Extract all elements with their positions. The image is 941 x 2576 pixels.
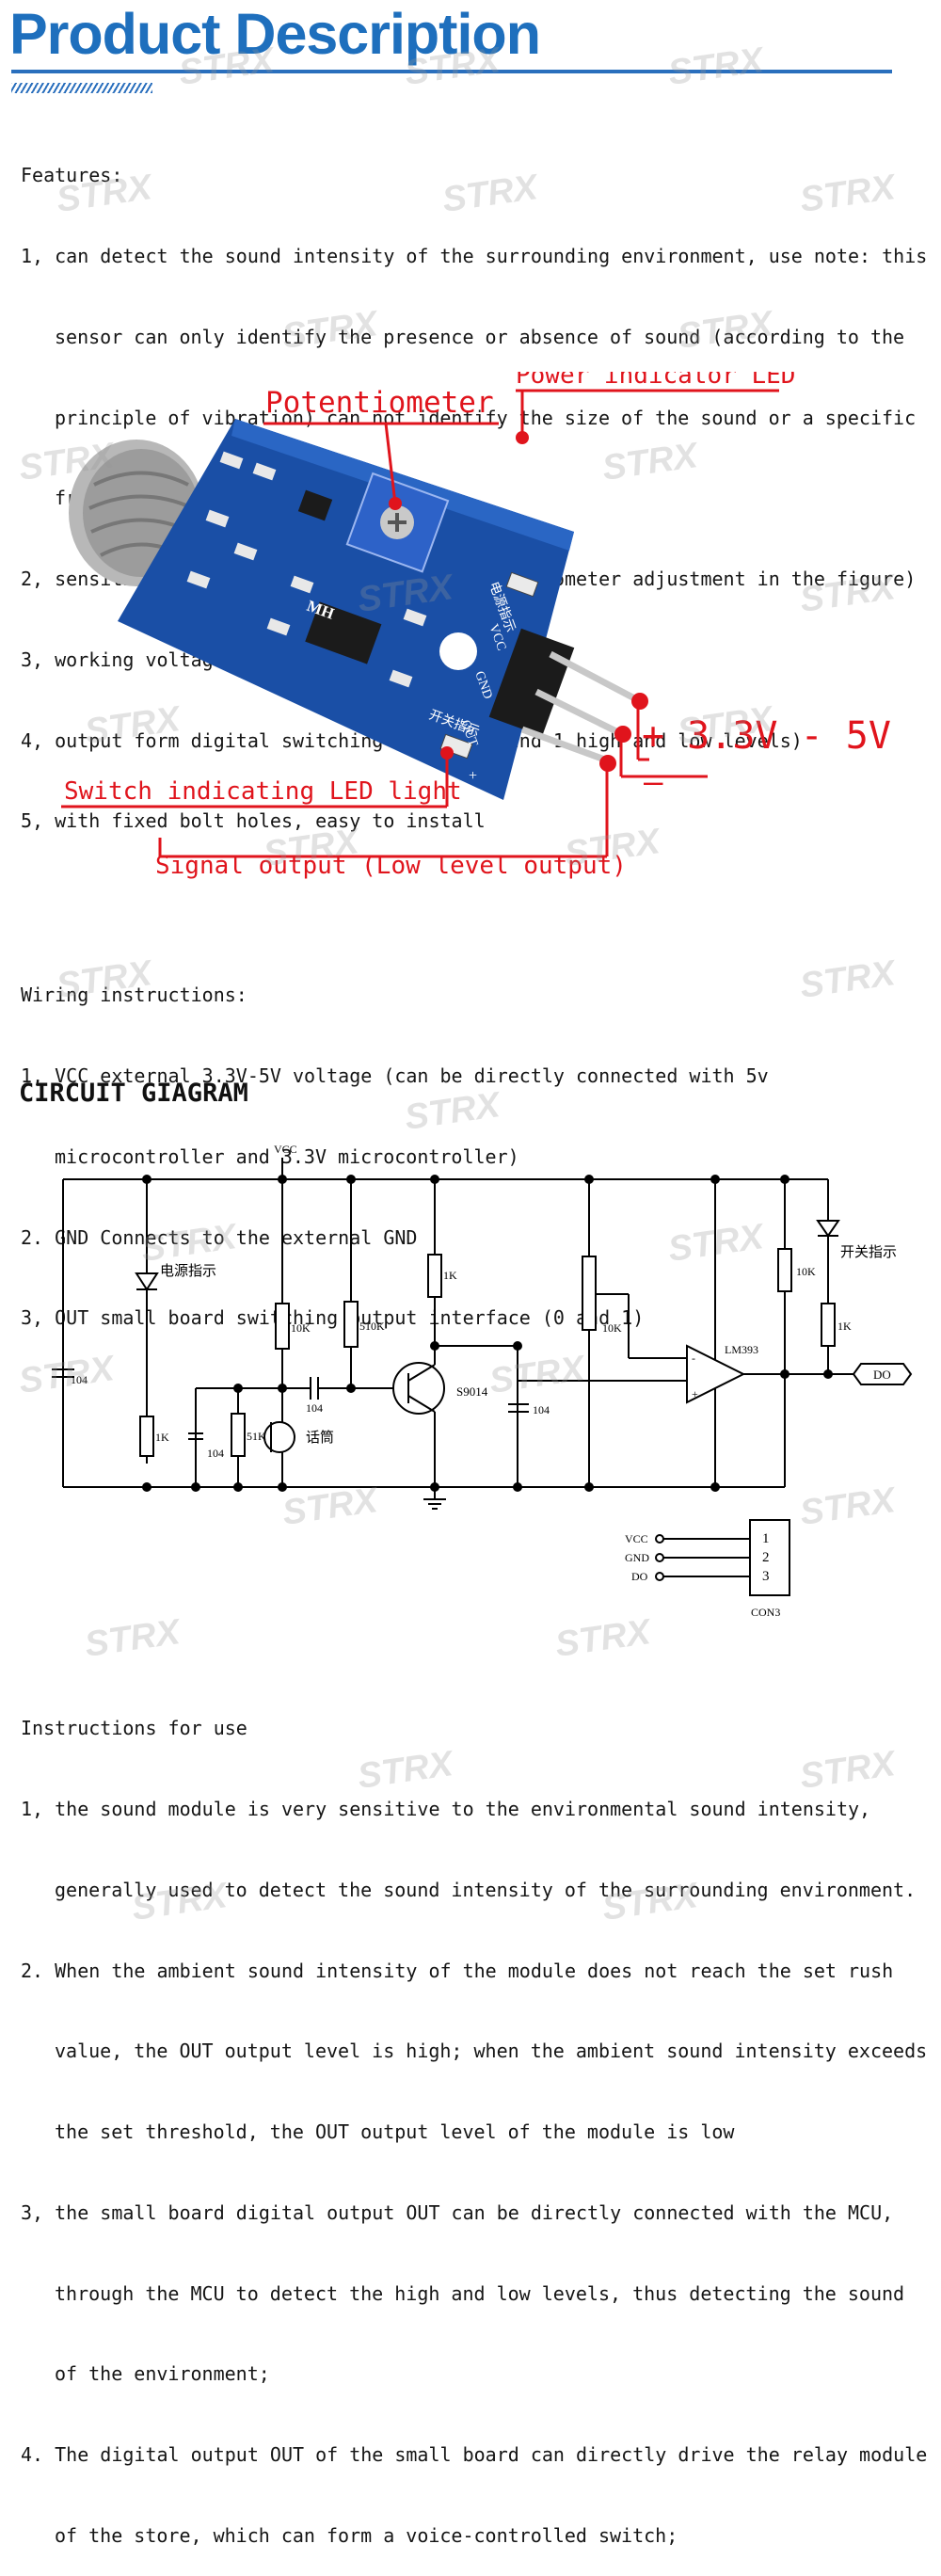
circuit-diagram-title: CIRCUIT GIAGRAM bbox=[19, 1079, 248, 1108]
label-r-1k-c: 1K bbox=[443, 1269, 457, 1282]
instruction-item: 1, the sound module is very sensitive to… bbox=[21, 1797, 871, 1820]
label-r-10k-b: 10K bbox=[796, 1265, 816, 1278]
callout-switch-led: Switch indicating LED light bbox=[64, 777, 462, 806]
label-comp-plus: + bbox=[692, 1387, 698, 1400]
label-c-104c: 104 bbox=[306, 1401, 323, 1415]
label-pin-2: 2 bbox=[762, 1550, 770, 1565]
instruction-item-continuation: through the MCU to detect the high and l… bbox=[55, 2281, 905, 2305]
sound-sensor-board-figure: MH VCC GND OUT 电源指示 开关指示 + Potentiometer… bbox=[61, 372, 891, 880]
label-con-gnd: GND bbox=[625, 1551, 649, 1564]
circuit-diagram: VCC 电源指示 开关指示 话筒 104 1K 104 51K 10K 510K… bbox=[52, 1143, 913, 1619]
label-con-vcc: VCC bbox=[625, 1532, 648, 1545]
instruction-item: 3, the small board digital output OUT ca… bbox=[21, 2200, 894, 2224]
label-transistor: S9014 bbox=[456, 1384, 488, 1399]
callout-potentiometer: Potentiometer bbox=[265, 386, 494, 420]
label-pot-10k: 10K bbox=[602, 1321, 622, 1335]
feature-item-continuation: sensor can only identify the presence or… bbox=[55, 325, 905, 348]
label-pin-1: 1 bbox=[762, 1531, 770, 1546]
instructions-section: Instructions for use 1, the sound module… bbox=[21, 1661, 927, 2576]
label-con3: CON3 bbox=[751, 1606, 780, 1619]
callout-signal-output: Signal output (Low level output) bbox=[155, 852, 627, 880]
label-comparator: LM393 bbox=[725, 1343, 758, 1356]
title-hatch-decoration bbox=[11, 83, 152, 93]
label-power-indicator: 电源指示 bbox=[160, 1263, 216, 1279]
pcb: MH VCC GND OUT 电源指示 开关指示 + bbox=[118, 419, 574, 800]
callout-power-led: Power indicator LED bbox=[516, 372, 795, 390]
wiring-item: 1, VCC external 3.3V-5V voltage (can be … bbox=[21, 1064, 769, 1087]
wiring-section: Wiring instructions: 1, VCC external 3.3… bbox=[21, 928, 769, 1359]
label-c1: 104 bbox=[71, 1373, 88, 1386]
label-r-510k: 510K bbox=[359, 1320, 385, 1333]
watermark: STRX bbox=[797, 953, 898, 1006]
header-pins bbox=[488, 628, 642, 765]
wiring-item-continuation: microcontroller and 3.3V microcontroller… bbox=[55, 1144, 519, 1168]
label-microphone: 话筒 bbox=[306, 1430, 334, 1446]
label-pin-3: 3 bbox=[762, 1569, 770, 1584]
page-title: Product Description bbox=[9, 2, 541, 66]
instruction-item-continuation: of the store, which can form a voice-con… bbox=[55, 2524, 678, 2547]
callout-minus: — bbox=[644, 763, 663, 801]
instruction-item: 2. When the ambient sound intensity of t… bbox=[21, 1959, 894, 1982]
label-r-51k: 51K bbox=[247, 1430, 266, 1443]
instruction-item-continuation: the set threshold, the OUT output level … bbox=[55, 2120, 735, 2144]
wiring-item: 2. GND Connects to the external GND bbox=[21, 1225, 418, 1249]
label-r-10k: 10K bbox=[291, 1321, 311, 1335]
instruction-item-continuation: value, the OUT output level is high; whe… bbox=[55, 2040, 928, 2063]
label-c-104d: 104 bbox=[533, 1403, 550, 1416]
instruction-item: 4. The digital output OUT of the small b… bbox=[21, 2443, 928, 2467]
label-c-104b: 104 bbox=[207, 1447, 224, 1460]
label-do: DO bbox=[873, 1368, 891, 1382]
label-r-1k: 1K bbox=[155, 1431, 169, 1444]
wiring-heading: Wiring instructions: bbox=[21, 984, 247, 1007]
silkscreen-plus: + bbox=[469, 768, 477, 784]
features-heading: Features: bbox=[21, 164, 123, 187]
label-vcc: VCC bbox=[274, 1143, 297, 1156]
label-con-do: DO bbox=[631, 1570, 648, 1583]
feature-item: 1, can detect the sound intensity of the… bbox=[21, 244, 928, 267]
instructions-heading: Instructions for use bbox=[21, 1717, 247, 1740]
label-switch-indicator: 开关指示 bbox=[840, 1244, 897, 1260]
callout-voltage: + 3.3V - 5V bbox=[642, 714, 891, 758]
feature-item: 5, with fixed bolt holes, easy to instal… bbox=[21, 809, 486, 833]
title-underline bbox=[11, 70, 892, 73]
feature-item-continuation: principle of vibration) can not identify… bbox=[55, 406, 917, 429]
label-r-1k-b: 1K bbox=[837, 1320, 852, 1333]
instruction-item-continuation: generally used to detect the sound inten… bbox=[55, 1878, 917, 1901]
watermark: STRX bbox=[665, 40, 766, 93]
instruction-item-continuation: of the environment; bbox=[55, 2362, 270, 2386]
feature-item: 4, output form digital switching output … bbox=[21, 728, 803, 752]
label-comp-minus: - bbox=[692, 1352, 695, 1365]
